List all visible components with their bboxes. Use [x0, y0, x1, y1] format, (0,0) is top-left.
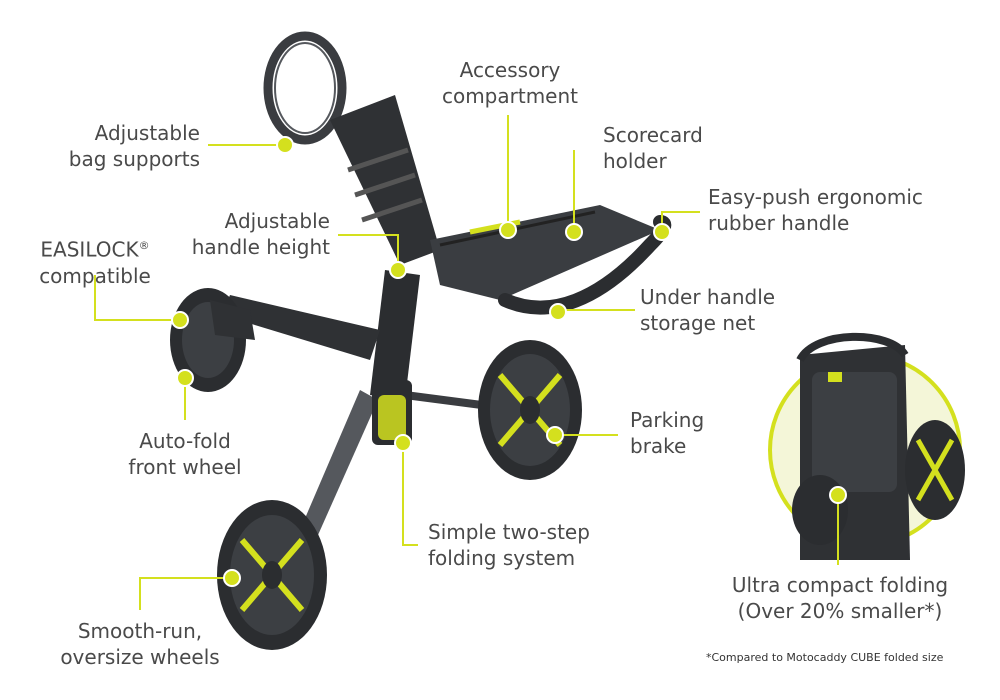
trolley-frame [222, 31, 672, 535]
label-easypush: Easy-push ergonomic rubber handle [708, 185, 923, 235]
label-bag-supports: Adjustable bag supports [68, 121, 200, 171]
dot-wheels [223, 569, 241, 587]
dot-easilock [171, 311, 189, 329]
dot-compact [829, 486, 847, 504]
dot-easypush [653, 223, 671, 241]
dot-accessory [499, 221, 517, 239]
label-wheels: Smooth-run, oversize wheels [60, 619, 220, 669]
dot-parking [546, 426, 564, 444]
label-handle-height: Adjustable handle height [191, 209, 330, 259]
dot-scorecard [565, 223, 583, 241]
label-compact: Ultra compact folding (Over 20% smaller*… [731, 573, 949, 623]
label-accessory: Accessory compartment [441, 58, 579, 108]
front-wheel [170, 288, 255, 392]
label-autofold: Auto-fold front wheel [128, 429, 242, 479]
label-scorecard: Scorecard holder [603, 123, 703, 173]
folded-trolley [768, 332, 965, 560]
label-easilock: EASILOCK® compatible [39, 237, 151, 288]
callout-lines [94, 115, 839, 610]
label-parking: Parking brake [630, 408, 705, 458]
label-folding: Simple two-step folding system [428, 520, 590, 570]
dot-autofold [176, 369, 194, 387]
dot-handle-height [389, 261, 407, 279]
dot-under-handle [549, 303, 567, 321]
dot-bag-supports [276, 136, 294, 154]
callout-dots [171, 136, 847, 587]
footnote: *Compared to Motocaddy CUBE folded size [706, 651, 944, 664]
rear-wheel-right [478, 340, 582, 480]
rear-wheel-left [217, 500, 327, 650]
dot-folding [394, 434, 412, 452]
label-under-handle: Under handle storage net [640, 285, 776, 335]
